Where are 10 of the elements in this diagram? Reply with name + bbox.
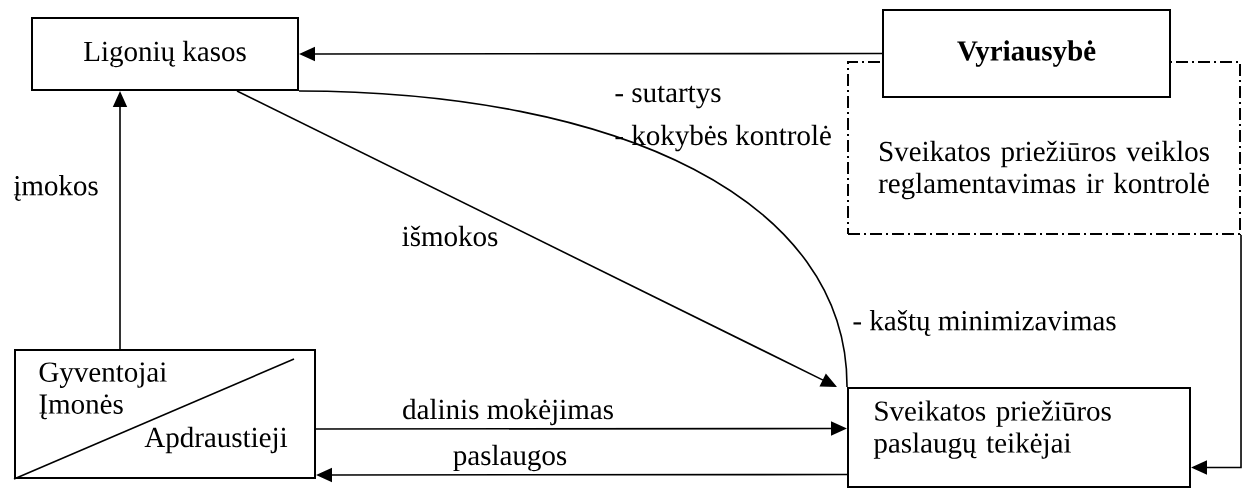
- fund-box: Ligonių kasos: [31, 17, 299, 91]
- annotation-text: - sutartys: [615, 85, 721, 109]
- annotation-text: - kaštų minimizavimas: [853, 310, 1116, 336]
- provider-box: Sveikatos priežiūros paslaugų teikėjai: [847, 387, 1191, 488]
- government-box: Vyriausybė: [882, 9, 1171, 98]
- edge-label: įmokos: [11, 173, 101, 203]
- population-box: Gyventojai Įmonės Apdraustieji: [13, 349, 316, 480]
- edge-label: išmokos: [399, 223, 501, 249]
- edge-label: paslaugos: [450, 442, 570, 474]
- edge-label: dalinis mokėjimas: [400, 396, 616, 428]
